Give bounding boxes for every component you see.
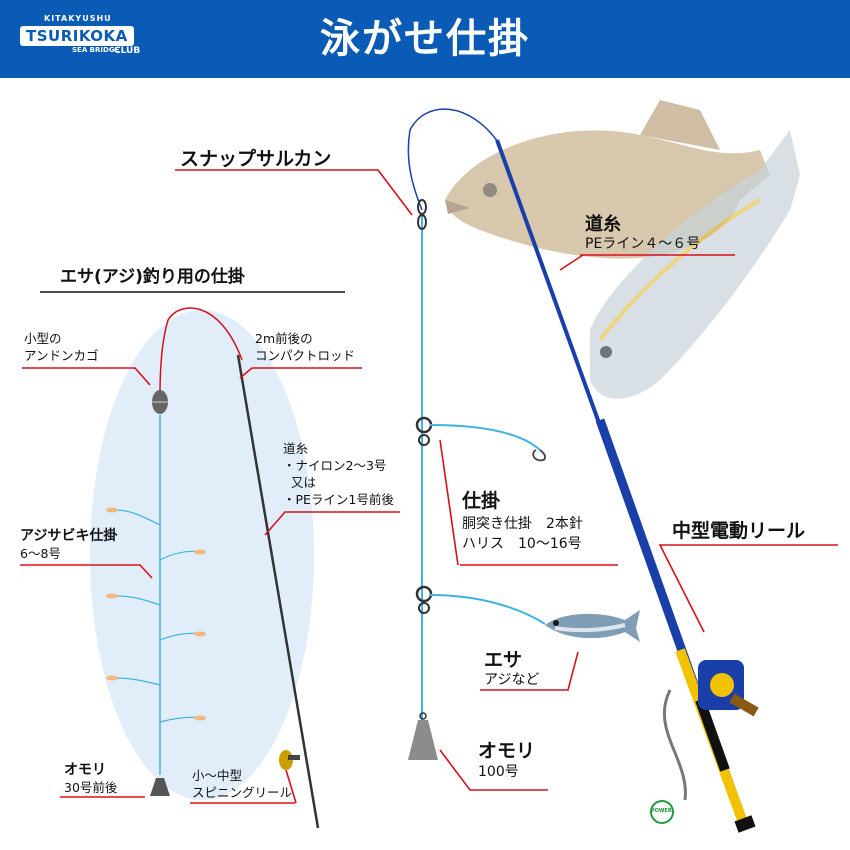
label-rig: 仕掛 胴突き仕掛 2本針 ハリス 10～16号 [462,490,583,552]
upper-branch [429,424,541,451]
yellowtail-illustration [590,130,800,399]
logo-club-text: CLUB [114,46,141,56]
main-line [407,108,501,211]
right-rod [495,139,756,833]
left-rod [236,354,320,829]
hook-icon [532,449,546,462]
label-main-line: 道糸 PEライン４～６号 [585,214,701,252]
label-right-sinker: オモリ 100号 [478,740,536,780]
logo-sub-text: SEA BRIDGE [72,46,120,54]
label-left-reel: 小～中型 スピニングリール [192,768,293,800]
electric-reel [663,660,759,801]
header-bar: KITAKYUSHU TSURIKOKA SEA BRIDGE CLUB 泳がせ… [0,0,850,78]
callout-leaders [20,169,838,804]
snap-swivel-icon [417,199,427,230]
sinker-30-icon [150,778,170,796]
swivel-lower-icon [415,585,433,614]
label-cage: 小型の アンドンカゴ [24,331,99,363]
label-snap-swivel: スナップサルカン [180,148,332,170]
label-left-sinker: オモリ 30号前後 [64,762,118,795]
left-section-heading: エサ(アジ)釣り用の仕掛 [60,267,245,287]
label-left-line: 道糸 ・ナイロン2～3号 又は ・PEライン1号前後 [283,441,394,507]
club-logo: KITAKYUSHU TSURIKOKA SEA BRIDGE CLUB [10,12,150,68]
andon-cage-icon [152,390,168,414]
sabiki-hook-icons [106,507,206,721]
label-electric-reel: 中型電動リール [672,520,806,542]
horse-mackerel-illustration [545,610,640,642]
lower-branch [429,594,546,625]
power-label: POWER [651,808,672,814]
power-button-icon [650,800,674,824]
label-left-rod: 2m前後の コンパクトロッド [255,331,356,363]
logo-top-text: KITAKYUSHU [44,14,112,23]
swivel-upper-icon [415,416,433,446]
left-line [159,307,243,396]
label-sabiki: アジサビキ仕掛 6～8号 [20,528,118,561]
sabiki-backdrop [90,310,314,800]
sinker-100-icon [408,720,438,760]
spinning-reel-icon [279,750,300,770]
label-bait: エサ アジなど [484,649,540,688]
logo-main-text: TSURIKOKA [20,26,134,46]
page-title: 泳がせ仕掛 [320,16,530,62]
